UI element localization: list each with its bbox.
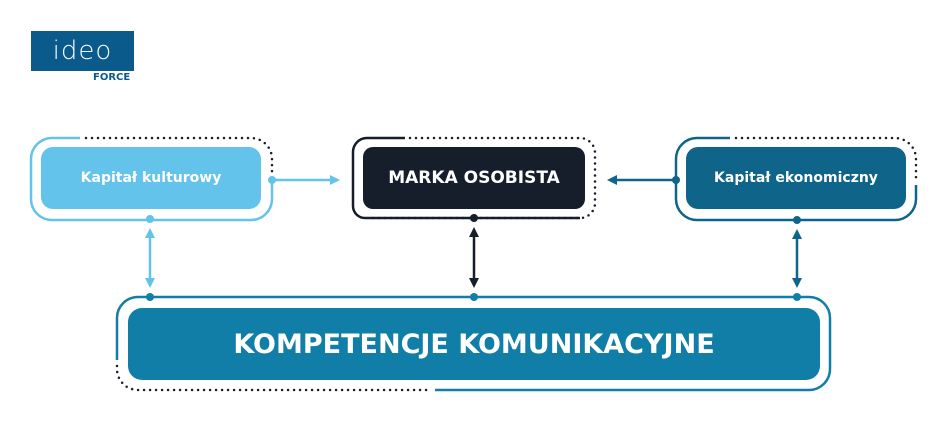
node-economic-capital: Kapitał ekonomiczny	[714, 170, 878, 186]
ideo-logo: ideo	[31, 31, 134, 71]
logo-subtitle: FORCE	[93, 72, 131, 83]
node-communication-competences: KOMPETENCJE KOMUNIKACYJNE	[233, 328, 715, 360]
cultural-frame	[29, 136, 274, 222]
economic-frame	[674, 136, 918, 222]
node-personal-brand: MARKA OSOBISTA	[388, 168, 560, 188]
node-cultural-capital: Kapitał kulturowy	[80, 170, 222, 186]
